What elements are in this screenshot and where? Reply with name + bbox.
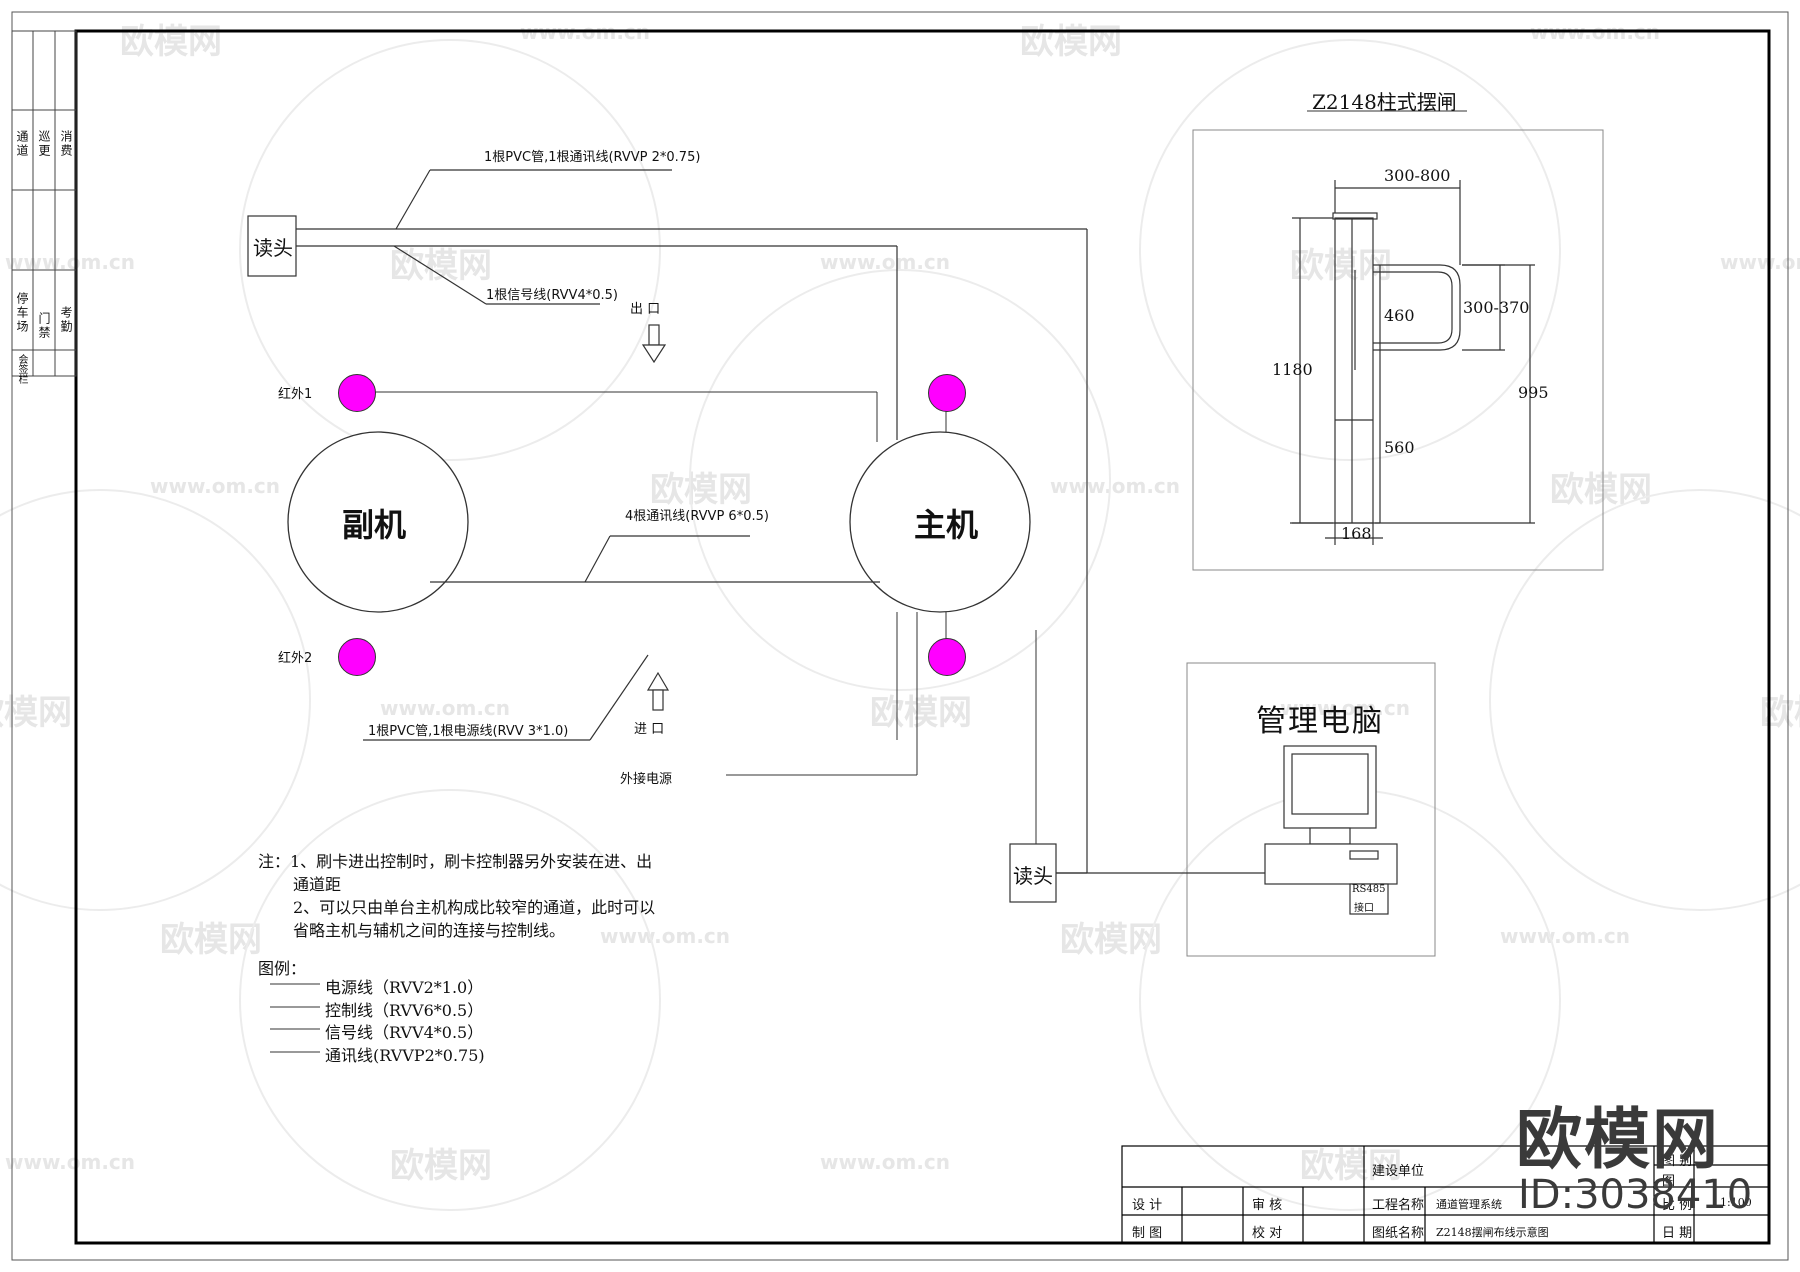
strip-cell: 消费 [59, 130, 73, 158]
unit-label: 建设单位 [1372, 1164, 1425, 1179]
legend-item: 控制线（RVV6*0.5） [325, 1001, 484, 1020]
draw-label: 制 图 [1132, 1226, 1163, 1241]
watermark-logo: 欧模网 [870, 693, 972, 733]
watermark-logo: 欧模网 [120, 22, 222, 62]
legend-item: 通讯线(RVVP2*0.75) [325, 1046, 485, 1065]
ext-power-label: 外接电源 [620, 772, 673, 787]
note-line: 2、可以只由单台主机构成比较窄的通道，此时可以 [293, 898, 656, 917]
watermark-logo: 欧模网 [390, 1146, 492, 1186]
watermark-url: www.om.cn [820, 1150, 951, 1174]
ir-sensor-icon [928, 374, 966, 412]
port-label: 接口 [1354, 903, 1374, 914]
strip-cell: 考勤 [59, 306, 73, 334]
power-note: 1根PVC管,1根电源线(RVV 3*1.0) [368, 724, 569, 739]
date-label: 日 期 [1662, 1226, 1693, 1241]
watermark-url: www.om.cn [1280, 696, 1411, 720]
watermark-logo: 欧模网 [1760, 693, 1800, 733]
computer-title: 管理电脑 [1256, 704, 1384, 739]
watermark-url: www.om.cn [1500, 924, 1631, 948]
strip-cell: 巡更 [37, 130, 51, 158]
exit-label: 出 口 [630, 302, 661, 317]
master-unit-label: 主机 [914, 506, 979, 544]
watermark-url: www.om.cn [1720, 250, 1800, 274]
watermark-logo: 欧模网 [1300, 1146, 1402, 1186]
project-label: 工程名称 [1372, 1198, 1425, 1213]
corner-id: ID:3038410 [1518, 1172, 1753, 1218]
dim-total: 1180 [1272, 360, 1313, 379]
reader-bottom-label: 读头 [1013, 864, 1053, 888]
note-line: 省略主机与辅机之间的连接与控制线。 [293, 921, 566, 940]
sheet-label: 图 [1662, 1174, 1676, 1189]
scale-label: 比 例 [1662, 1198, 1693, 1213]
entry-label: 进 口 [634, 722, 665, 737]
port-label: RS485 [1352, 884, 1386, 895]
strip-cell: 停车场 [15, 292, 29, 334]
ir-sensor-icon [928, 638, 966, 676]
dim-arm: 300-370 [1463, 298, 1530, 317]
watermark-logo: 欧模网 [1290, 246, 1392, 286]
sign-label: 会签栏 [16, 354, 27, 384]
ir-sensor-1-icon [338, 374, 376, 412]
comm-note: 4根通讯线(RVVP 6*0.5) [625, 509, 769, 524]
scale-value: 1:100 [1720, 1196, 1752, 1209]
watermark-logo: 欧模网 [390, 246, 492, 286]
watermark-url: www.om.cn [600, 924, 731, 948]
strip-cell: 通道 [15, 130, 29, 158]
cable-top-note: 1根PVC管,1根通讯线(RVVP 2*0.75) [484, 150, 701, 165]
note-line: 通道距 [293, 875, 342, 894]
reader-top-label: 读头 [253, 236, 293, 260]
project-value: 通道管理系统 [1436, 1198, 1502, 1211]
note-line: 注：1、刷卡进出控制时，刷卡控制器另外安装在进、出 [258, 852, 653, 871]
watermark-url: www.om.cn [1050, 474, 1181, 498]
watermark-url: www.om.cn [150, 474, 281, 498]
check-label: 校 对 [1252, 1226, 1283, 1241]
watermark-logo: 欧模网 [650, 470, 752, 510]
legend-title: 图例： [258, 959, 307, 978]
legend-item: 信号线（RVV4*0.5） [325, 1023, 484, 1042]
review-label: 审 核 [1252, 1198, 1283, 1213]
design-label: 设 计 [1132, 1198, 1163, 1213]
dim-width: 300-800 [1384, 166, 1451, 185]
legend-item: 电源线（RVV2*1.0） [325, 978, 484, 997]
drawing-label: 图纸名称 [1372, 1226, 1425, 1241]
ir2-label: 红外2 [278, 651, 313, 666]
dim-lower: 560 [1384, 438, 1415, 457]
dim-right: 995 [1518, 383, 1549, 402]
slave-unit-label: 副机 [342, 506, 407, 544]
dim-base: 168 [1341, 524, 1372, 543]
ir-sensor-2-icon [338, 638, 376, 676]
watermark-logo: 欧模网 [1550, 470, 1652, 510]
watermark-url: www.om.cn [380, 696, 511, 720]
watermark-url: www.om.cn [5, 1150, 136, 1174]
corner-watermark: 欧模网 [1516, 1101, 1720, 1178]
gate-detail-title: Z2148柱式摆闸 [1312, 90, 1457, 114]
drawing-value: Z2148摆闸布线示意图 [1436, 1226, 1549, 1239]
strip-cell: 门禁 [37, 312, 51, 340]
watermark-logo: 欧模网 [1020, 22, 1122, 62]
signal-note: 1根信号线(RVV4*0.5) [486, 288, 618, 303]
ir1-label: 红外1 [278, 387, 313, 402]
dim-upper: 460 [1384, 306, 1415, 325]
no-label: 图 别 [1662, 1154, 1693, 1169]
